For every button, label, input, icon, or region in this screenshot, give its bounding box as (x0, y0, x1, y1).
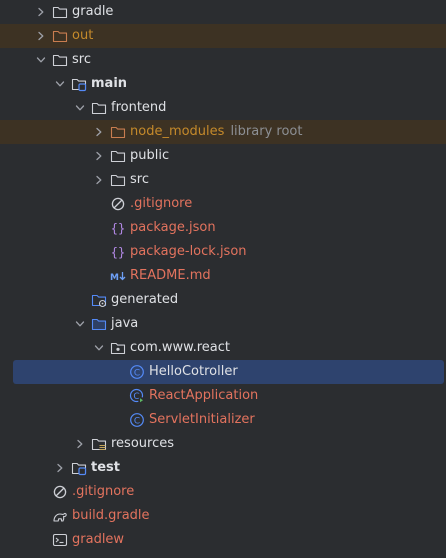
chevron-down-icon[interactable] (72, 96, 88, 120)
tree-row-test[interactable]: test (0, 456, 446, 480)
ignore-file-icon (110, 196, 126, 212)
tree-row-label: build.gradle (72, 508, 150, 523)
folder-icon (110, 172, 126, 188)
tree-row-label: resources (111, 436, 175, 451)
gradle-file-icon (52, 508, 68, 524)
tree-row-gradle[interactable]: gradle (0, 0, 446, 24)
tree-row-label: generated (111, 292, 179, 307)
tree-row-frontend[interactable]: frontend (0, 96, 446, 120)
svg-text:{}: {} (111, 222, 125, 236)
generated-folder-icon (91, 292, 107, 308)
runnable-class-icon: C (129, 388, 145, 404)
tree-row-readme[interactable]: M README.md (0, 264, 446, 288)
chevron-right-icon[interactable] (91, 120, 107, 144)
tree-row-reactapplication[interactable]: C ReactApplication (0, 384, 446, 408)
svg-text:C: C (133, 392, 139, 402)
tree-row-package-lock-json[interactable]: {} package-lock.json (0, 240, 446, 264)
tree-row-label: main (91, 76, 128, 91)
resources-folder-icon (91, 436, 107, 452)
tree-row-label: gradlew (72, 532, 125, 547)
chevron-right-icon[interactable] (33, 24, 49, 48)
tree-row-public[interactable]: public (0, 144, 446, 168)
tree-row-frontend-gitignore[interactable]: .gitignore (0, 192, 446, 216)
tree-row-label: frontend (111, 100, 167, 115)
tree-row-src[interactable]: src (0, 48, 446, 72)
tree-row-gitignore[interactable]: .gitignore (0, 480, 446, 504)
excluded-folder-icon (110, 124, 126, 140)
tree-row-hellocotroller[interactable]: C HelloCotroller (13, 360, 444, 384)
tree-row-label: com.www.react (130, 340, 231, 355)
json-file-icon: {} (110, 220, 126, 236)
package-icon (110, 340, 126, 356)
module-folder-icon (71, 76, 87, 92)
svg-text:M: M (110, 273, 119, 283)
terminal-file-icon (52, 532, 68, 548)
folder-icon (52, 52, 68, 68)
markdown-file-icon: M (110, 268, 126, 284)
tree-row-out[interactable]: out (0, 24, 446, 48)
tree-row-package[interactable]: com.www.react (0, 336, 446, 360)
tree-row-label: package.json (130, 220, 216, 235)
svg-text:C: C (134, 369, 140, 379)
chevron-down-icon[interactable] (72, 312, 88, 336)
tree-row-build-gradle[interactable]: build.gradle (0, 504, 446, 528)
tree-row-gradlew[interactable]: gradlew (0, 528, 446, 552)
folder-icon (110, 148, 126, 164)
folder-icon (52, 4, 68, 20)
tree-row-label: .gitignore (130, 196, 193, 211)
folder-icon (91, 100, 107, 116)
chevron-right-icon[interactable] (91, 144, 107, 168)
tree-row-main[interactable]: main (0, 72, 446, 96)
tree-row-java[interactable]: java (0, 312, 446, 336)
tree-row-label: .gitignore (72, 484, 135, 499)
tree-row-label: ServletInitializer (149, 412, 255, 427)
json-file-icon: {} (110, 244, 126, 260)
tree-row-servletinitializer[interactable]: C ServletInitializer (0, 408, 446, 432)
chevron-right-icon[interactable] (52, 456, 68, 480)
tree-row-label: java (111, 316, 139, 331)
chevron-right-icon[interactable] (91, 168, 107, 192)
excluded-folder-icon (52, 28, 68, 44)
tree-row-label: package-lock.json (130, 244, 247, 259)
tree-row-label: HelloCotroller (149, 364, 238, 379)
tree-row-label: gradle (72, 4, 114, 19)
tree-row-label: ReactApplication (149, 388, 259, 403)
chevron-down-icon[interactable] (52, 72, 68, 96)
chevron-right-icon[interactable] (72, 432, 88, 456)
tree-row-package-json[interactable]: {} package.json (0, 216, 446, 240)
tree-row-label: public (130, 148, 170, 163)
class-icon: C (129, 412, 145, 428)
svg-text:{}: {} (111, 246, 125, 260)
chevron-right-icon[interactable] (33, 0, 49, 24)
tree-row-label: out (72, 28, 94, 43)
tree-row-generated[interactable]: generated (0, 288, 446, 312)
ignore-file-icon (52, 484, 68, 500)
chevron-down-icon[interactable] (91, 336, 107, 360)
tree-row-frontend-src[interactable]: src (0, 168, 446, 192)
tree-row-resources[interactable]: resources (0, 432, 446, 456)
tree-row-hint: library root (230, 124, 303, 139)
tree-row-label: src (130, 172, 149, 187)
chevron-down-icon[interactable] (33, 48, 49, 72)
svg-text:C: C (134, 417, 140, 427)
tree-row-label: src (72, 52, 91, 67)
source-folder-icon (91, 316, 107, 332)
tree-row-label: README.md (130, 268, 211, 283)
module-folder-icon (71, 460, 87, 476)
class-icon: C (129, 364, 145, 380)
tree-row-label: test (91, 460, 120, 475)
